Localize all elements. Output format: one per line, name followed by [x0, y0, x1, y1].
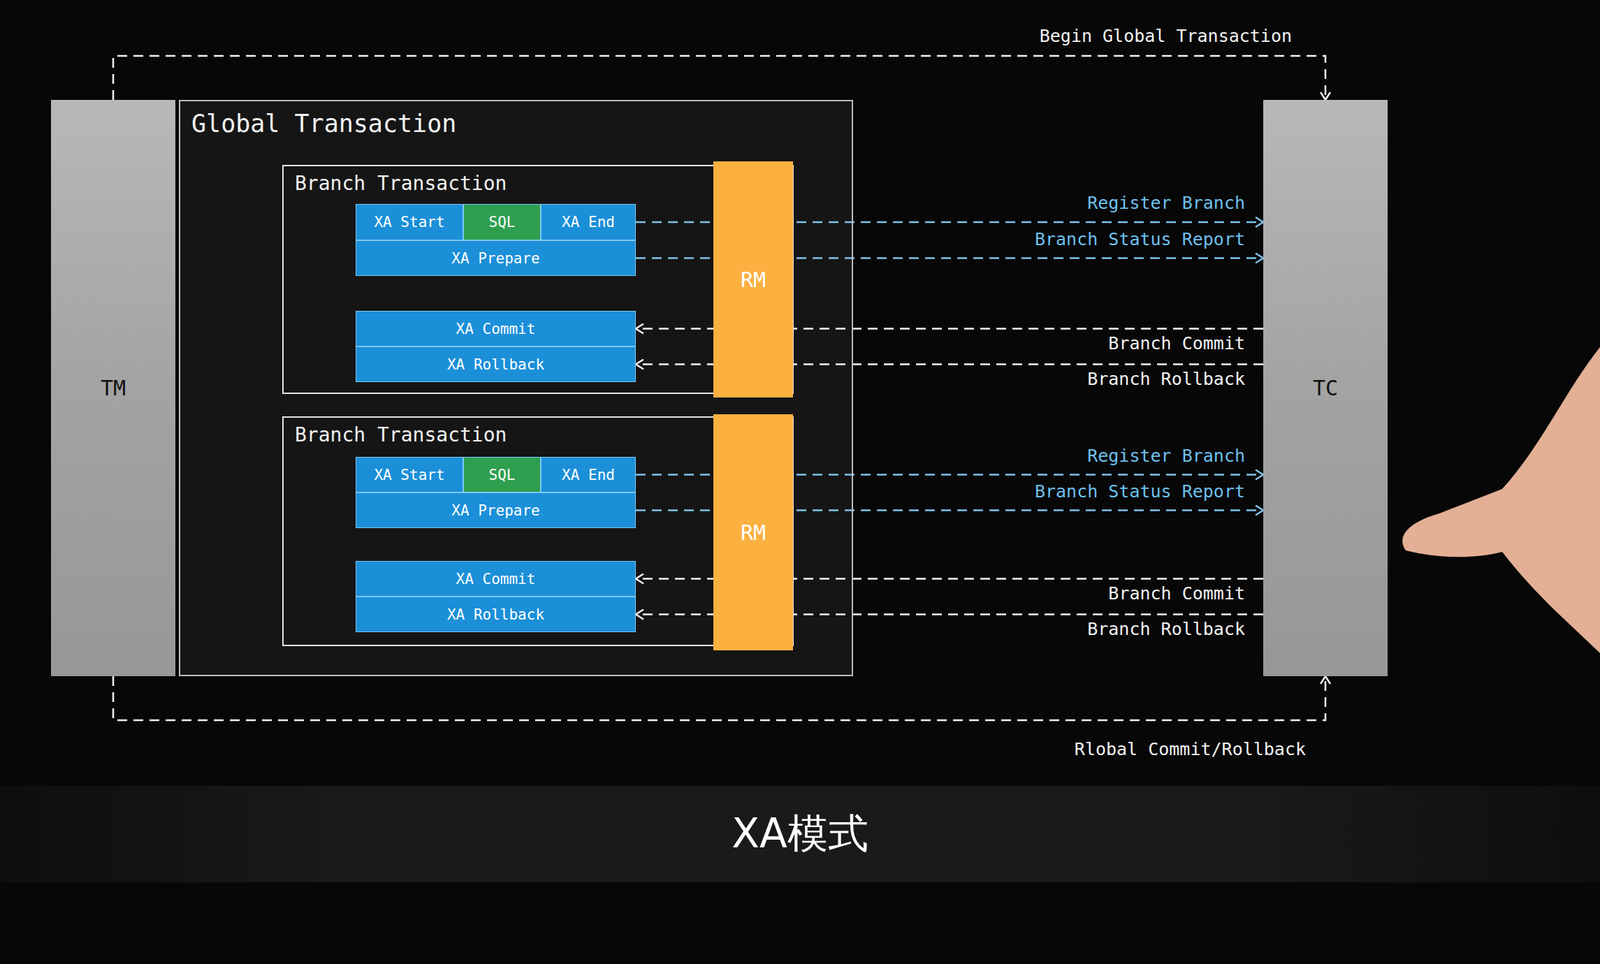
global-fill [178, 99, 854, 677]
connector-label: Rlobal Commit/Rollback [1071, 739, 1309, 760]
connector-label: Branch Commit [1105, 582, 1248, 603]
connector-label: Branch Commit [1105, 332, 1248, 353]
resource-manager-box: RM [713, 161, 794, 398]
node-label: XA Prepare [451, 502, 540, 520]
node-label: RM [740, 520, 766, 545]
caption: XA模式 [731, 806, 868, 862]
connector-label: Branch Rollback [1084, 618, 1248, 639]
component-bar: TC [1263, 99, 1388, 677]
xa-step-box: XA End [540, 204, 636, 241]
node-label: XA End [561, 466, 615, 484]
sql-box: SQL [463, 456, 541, 493]
node-label: TC [1312, 375, 1338, 401]
xa-step-box: XA Start [355, 456, 464, 493]
node-label: XA Prepare [451, 250, 540, 267]
node-label: RM [740, 267, 766, 293]
xa-step-box: XA Commit [355, 561, 636, 597]
xa-step-box: XA Prepare [355, 492, 636, 529]
node-label: Branch Transaction [283, 166, 507, 195]
connector-label: Branch Rollback [1084, 368, 1248, 389]
node-label: XA Commit [456, 320, 536, 338]
xa-step-box: XA Start [355, 204, 464, 241]
node-label: XA Start [373, 213, 445, 231]
node-label: TM [100, 375, 126, 401]
node-label: SQL [489, 213, 516, 231]
node-label: XA End [561, 213, 615, 231]
connector-label: Register Branch [1084, 445, 1248, 466]
xa-step-box: XA End [540, 456, 636, 493]
component-bar: TM [51, 99, 176, 677]
xa-step-box: XA Commit [355, 310, 636, 347]
connector-label: Register Branch [1084, 192, 1248, 214]
caption-band: XA模式 [0, 786, 1600, 883]
presenter-hand [1402, 347, 1600, 654]
connector-label: Branch Status Report [1031, 228, 1248, 249]
xa-step-box: XA Rollback [355, 346, 636, 383]
node-label: Global Transaction [180, 101, 457, 138]
connector-label: Begin Global Transaction [1036, 25, 1295, 47]
xa-step-box: XA Rollback [355, 596, 636, 633]
resource-manager-box: RM [713, 414, 794, 651]
global-transaction-box: Global TransactionBranch Transaction XA S… [178, 99, 854, 677]
node-label: Branch Transaction [283, 417, 507, 447]
sql-box: SQL [463, 204, 541, 241]
xa-step-box: XA Prepare [355, 240, 636, 276]
node-label: SQL [489, 466, 516, 484]
node-label: XA Rollback [447, 606, 545, 624]
connector-label: Branch Status Report [1031, 480, 1248, 501]
node-label: XA Rollback [447, 356, 545, 374]
dashed-connector [113, 676, 1326, 721]
dashed-connector [113, 55, 1326, 100]
node-label: XA Commit [456, 570, 536, 588]
node-label: XA Start [373, 466, 445, 484]
